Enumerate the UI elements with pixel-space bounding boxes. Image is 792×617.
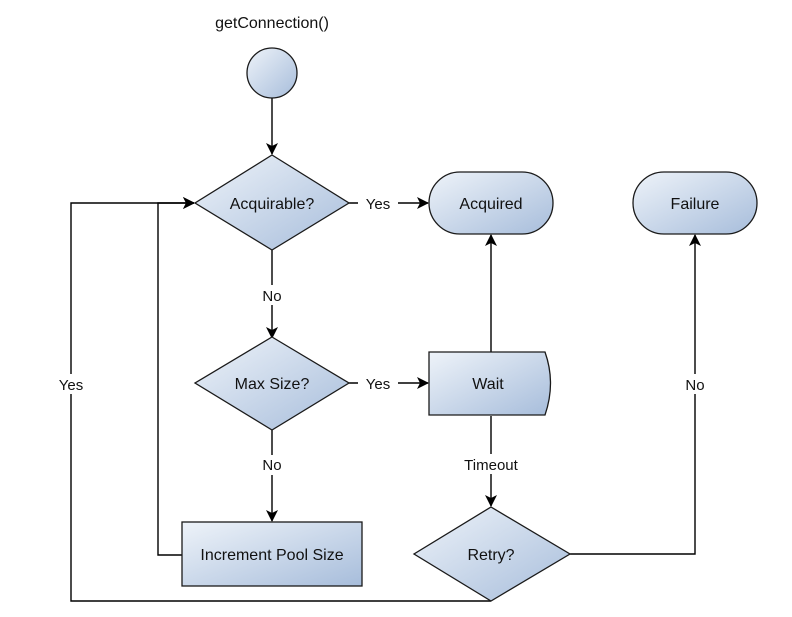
edge-label-maxsize-yes: Yes bbox=[366, 376, 390, 393]
edge-label-acquirable-no: No bbox=[262, 288, 281, 305]
wait-node: Wait bbox=[428, 351, 552, 416]
acquired-label: Acquired bbox=[459, 196, 522, 213]
increment-label: Increment Pool Size bbox=[200, 547, 343, 564]
failure-terminal: Failure bbox=[632, 171, 758, 235]
edge-label-acquirable-yes: Yes bbox=[366, 196, 390, 213]
acquirable-decision: Acquirable? bbox=[193, 154, 351, 251]
edge-retry-to-failure bbox=[570, 234, 701, 555]
max-size-label: Max Size? bbox=[235, 376, 310, 393]
max-size-decision: Max Size? bbox=[193, 336, 351, 431]
retry-label: Retry? bbox=[467, 547, 514, 564]
acquired-terminal: Acquired bbox=[428, 171, 554, 235]
start-node bbox=[246, 47, 298, 99]
acquirable-label: Acquirable? bbox=[230, 196, 315, 213]
wait-label: Wait bbox=[472, 376, 504, 393]
retry-decision: Retry? bbox=[412, 506, 572, 602]
failure-label: Failure bbox=[671, 196, 720, 213]
edge-label-retry-yes: Yes bbox=[59, 377, 83, 394]
diagram-title: getConnection() bbox=[215, 15, 329, 32]
edge-retry-to-acquirable bbox=[70, 197, 491, 602]
edge-label-maxsize-no: No bbox=[262, 457, 281, 474]
edge-increment-to-acquirable bbox=[157, 197, 195, 556]
edge-label-retry-no: No bbox=[685, 377, 704, 394]
increment-pool-size-node: Increment Pool Size bbox=[181, 521, 363, 587]
edge-label-timeout: Timeout bbox=[464, 457, 518, 474]
